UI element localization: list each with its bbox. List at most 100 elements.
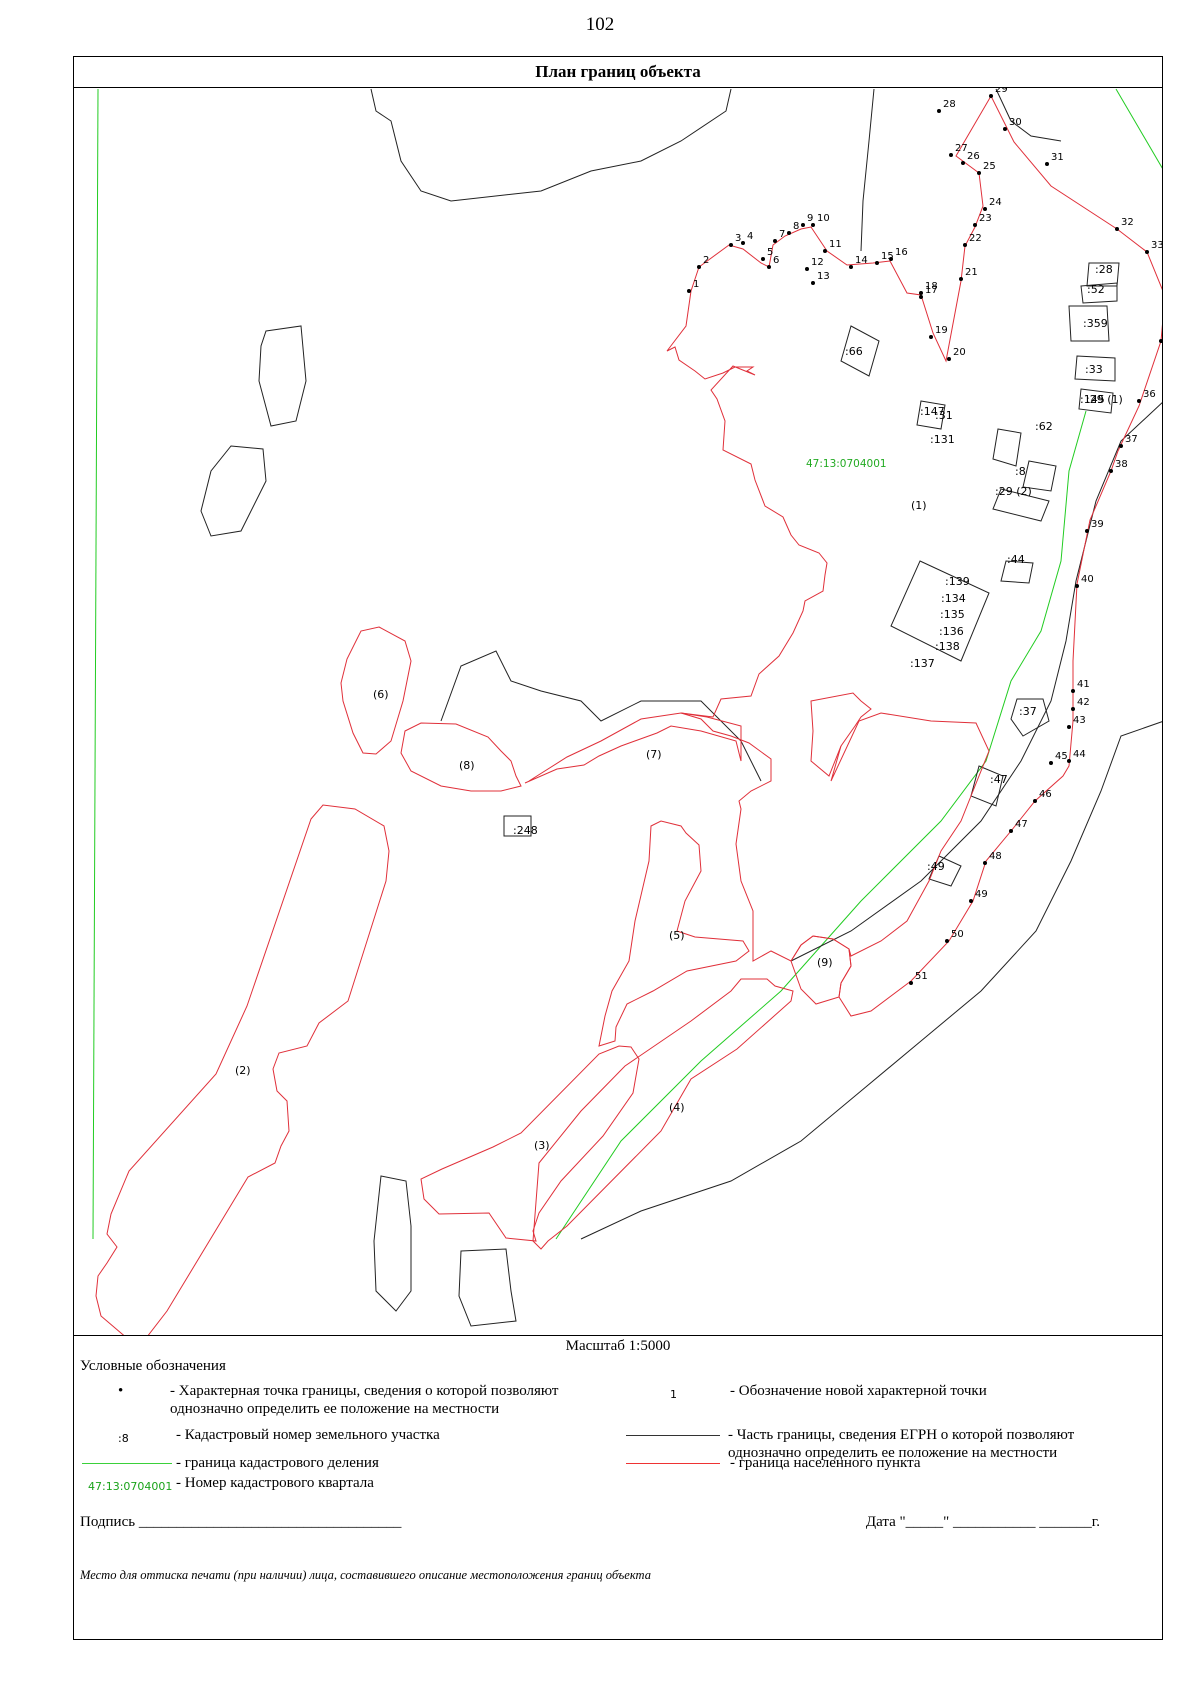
boundary-point (947, 357, 951, 361)
boundary-point (937, 109, 941, 113)
legend-line-black (626, 1435, 720, 1436)
boundary-point (969, 899, 973, 903)
parcel-label: :134 (941, 592, 966, 605)
boundary-point (811, 281, 815, 285)
point-label: 3 (735, 233, 741, 244)
boundary-point (959, 277, 963, 281)
boundary-point (741, 241, 745, 245)
point-label: 42 (1077, 697, 1090, 708)
settlement-boundary-2 (95, 804, 390, 1335)
point-label: 1 (693, 279, 699, 290)
point-label: 11 (829, 239, 842, 250)
parcel-label: :62 (1035, 420, 1053, 433)
point-label: 16 (895, 247, 908, 258)
parcel-outline (1078, 388, 1114, 414)
point-label: 12 (811, 257, 824, 268)
boundary-point (697, 265, 701, 269)
point-label: 7 (779, 229, 785, 240)
parcel-outline (992, 488, 1050, 522)
boundary-point (929, 335, 933, 339)
cadastral-line-west (92, 88, 99, 1240)
point-label: 25 (983, 161, 996, 172)
plan-frame: План границ объекта :66:147:131:62:8:29 … (73, 56, 1163, 1640)
parcel-label: :136 (939, 625, 964, 638)
parcel-label: :28 (1095, 263, 1113, 276)
scale-label: Масштаб 1:5000 (565, 1338, 671, 1354)
legend-symbol-point: • (118, 1383, 124, 1399)
parcel-label: :52 (1087, 283, 1105, 296)
boundary-point (761, 257, 765, 261)
parcel-outline (1000, 560, 1034, 584)
contour-label: (1) (911, 499, 927, 512)
point-label: 18 (925, 281, 938, 292)
legend-text-parcel: - Кадастровый номер земельного участка (176, 1427, 440, 1443)
boundary-point (767, 265, 771, 269)
contour-label: (6) (373, 688, 389, 701)
boundary-point (909, 981, 913, 985)
boundary-point (1045, 162, 1049, 166)
boundary-point (687, 289, 691, 293)
terrain-lake-3 (373, 1175, 412, 1312)
page-number: 102 (585, 14, 615, 35)
point-label: 29 (995, 87, 1008, 95)
boundary-point (1049, 761, 1053, 765)
parcel-label: :29 (2) (995, 485, 1032, 498)
contour-label: (8) (459, 759, 475, 772)
boundary-point (1033, 799, 1037, 803)
terrain-line-ne (995, 88, 1062, 142)
boundary-point (729, 243, 733, 247)
parcel-outline (840, 325, 880, 377)
point-label: 26 (967, 151, 980, 162)
legend-text-settlement: - граница населенного пункта (730, 1455, 921, 1471)
point-label: 13 (817, 271, 830, 282)
boundary-point (1009, 829, 1013, 833)
parcel-outline (916, 400, 946, 430)
point-label: 51 (915, 971, 928, 982)
legend-symbol-parcel: :8 (118, 1432, 129, 1445)
parcel-outline (992, 428, 1022, 467)
point-label: 19 (935, 325, 948, 336)
parcel-outline (1074, 355, 1116, 382)
parcel-label: :47 (990, 773, 1008, 786)
contour-label: (5) (669, 929, 685, 942)
point-label: 4 (747, 231, 753, 242)
legend-symbol-new-point: 1 (670, 1388, 677, 1401)
point-label: 49 (975, 889, 988, 900)
parcel-label: :139 (945, 575, 970, 588)
parcel-label: :131 (930, 433, 955, 446)
point-label: 32 (1121, 217, 1134, 228)
map-area: :66:147:131:62:8:29 (2):44:28:52:359:33:… (74, 87, 1162, 1335)
point-label: 8 (793, 221, 799, 232)
point-label: 36 (1143, 389, 1156, 400)
boundary-point (1067, 725, 1071, 729)
boundary-point (889, 257, 893, 261)
point-label: 45 (1055, 751, 1068, 762)
settlement-boundary-11 (830, 712, 990, 957)
boundary-point (1085, 529, 1089, 533)
point-label: 40 (1081, 574, 1094, 585)
point-label: 15 (881, 251, 894, 262)
parcel-outline (503, 815, 532, 837)
point-label: 17 (925, 285, 938, 296)
boundary-point (1145, 250, 1149, 254)
point-label: 41 (1077, 679, 1090, 690)
point-label: 21 (965, 267, 978, 278)
boundary-point (919, 295, 923, 299)
boundary-point (1137, 399, 1141, 403)
legend-text-egrn: - Часть границы, сведения ЕГРН о которой… (728, 1427, 1075, 1461)
settlement-boundary-7 (524, 712, 742, 784)
point-label: 38 (1115, 459, 1128, 470)
settlement-boundary-5 (598, 820, 750, 1047)
point-label: 6 (773, 255, 779, 266)
point-label: 43 (1073, 715, 1086, 726)
legend-text-new-point: - Обозначение новой характерной точки (730, 1383, 987, 1399)
boundary-point (849, 265, 853, 269)
boundary-point (949, 153, 953, 157)
point-label: 50 (951, 929, 964, 940)
boundary-point (973, 223, 977, 227)
boundary-point (811, 223, 815, 227)
parcel-label: :29 (1) (1086, 393, 1123, 406)
legend-text-quarter: - Номер кадастрового квартала (176, 1475, 374, 1491)
settlement-boundary-3 (420, 1045, 640, 1242)
parcel-label: :145 (1080, 393, 1105, 406)
